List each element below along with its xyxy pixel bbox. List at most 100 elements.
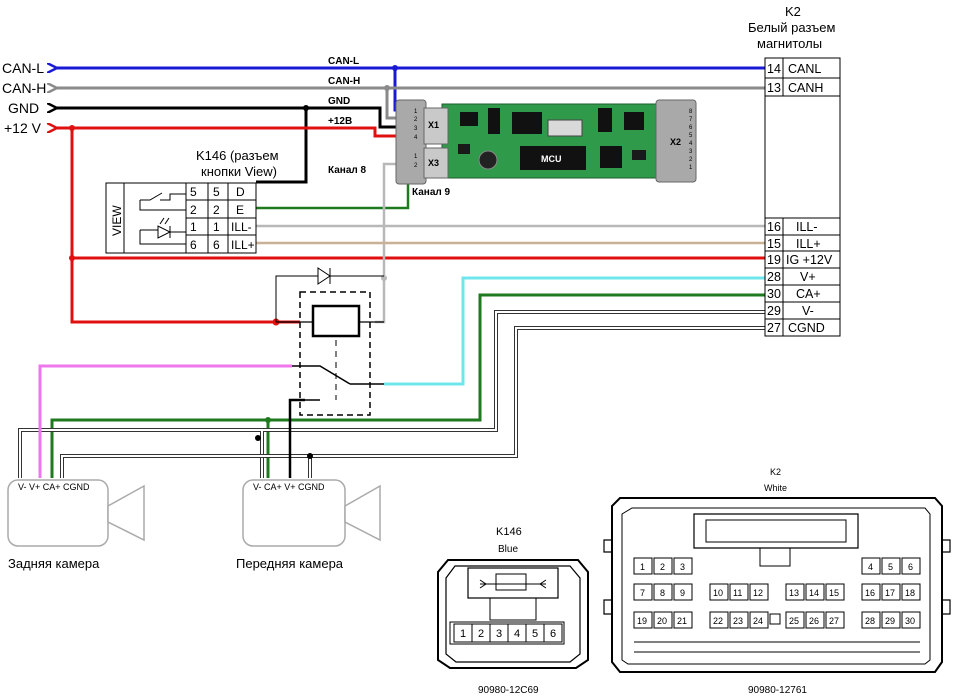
k146-block: K146 (разъем кнопки View) VIEW 5 2 1 6 5… (105, 148, 279, 254)
k2-pin: 16 (767, 220, 781, 234)
x1-label: X1 (428, 120, 439, 130)
chip (600, 146, 622, 168)
bus-label-12v: +12В (328, 116, 352, 127)
junction-dot (69, 255, 75, 261)
k2-signal: V+ (800, 270, 816, 284)
wire-v-plus (384, 276, 765, 386)
wire-cgnd (61, 327, 765, 478)
k146-pin: 1 (213, 220, 220, 234)
k146-view-pin: 4 (514, 628, 520, 640)
svg-text:2: 2 (414, 117, 418, 123)
k2-view-pin: 19 (637, 616, 647, 626)
rear-camera-label: Задняя камера (8, 556, 100, 571)
k146-part-number: 90980-12C69 (478, 685, 539, 696)
k146-view-pin: 6 (550, 628, 556, 640)
x2-pin-numbers: 8 7 6 5 4 3 2 1 (689, 109, 693, 171)
camera-lens-icon (107, 484, 145, 542)
k146-title-line2: кнопки View) (201, 164, 277, 179)
relay-outline (299, 291, 371, 416)
k2-view-pin: 5 (888, 562, 893, 572)
front-camera-label: Передняя камера (236, 556, 344, 571)
k146-view-color: Blue (498, 544, 518, 555)
k2-signal: CANL (788, 62, 821, 76)
svg-text:7: 7 (689, 117, 693, 123)
k2-view-pin: 14 (809, 588, 819, 598)
k146-signal: ILL- (231, 220, 252, 234)
junction-dot (255, 435, 261, 441)
k146-title-line1: K146 (разъем (196, 148, 279, 163)
k146-pin: 2 (213, 203, 220, 217)
k2-view-pin: 11 (733, 588, 742, 598)
k146-pin: 5 (213, 185, 220, 199)
mcu-label: MCU (541, 154, 562, 164)
k146-inner-pin: 6 (190, 238, 197, 252)
k2-view-pin: 20 (657, 616, 667, 626)
k2-view-pin: 24 (753, 616, 763, 626)
k146-inner-pin: 5 (190, 185, 197, 199)
k2-view-pin: 4 (868, 562, 873, 572)
channel-9-label: Канал 9 (412, 187, 451, 198)
channel-8-label: Канал 8 (328, 165, 367, 176)
relay (275, 267, 384, 416)
junction-dot (384, 85, 390, 91)
k146-view-title: K146 (496, 526, 522, 538)
junction-dot (392, 65, 398, 71)
k2-view-pin: 30 (905, 616, 915, 626)
k2-view-pin: 1 (640, 562, 645, 572)
svg-text:4: 4 (414, 135, 418, 141)
wire-rear-v-plus (38, 364, 292, 478)
k2-view-title: K2 (770, 467, 781, 477)
svg-text:1: 1 (689, 165, 693, 171)
k2-view-pin: 3 (680, 562, 685, 572)
wire-front-v-plus (288, 398, 305, 478)
k2-view-pin: 27 (829, 616, 839, 626)
k2-signal: V- (802, 304, 814, 318)
k2-title: K2 (785, 4, 801, 19)
x3-label: X3 (428, 158, 439, 168)
svg-text:3: 3 (689, 149, 693, 155)
wire-12v (55, 128, 765, 324)
svg-text:3: 3 (414, 126, 418, 132)
k2-view-pin: 7 (640, 588, 645, 598)
k2-view-pin: 25 (789, 616, 799, 626)
camera-lens-icon (344, 484, 381, 542)
k2-signal: CGND (788, 321, 825, 335)
mcu-chip (520, 146, 586, 170)
k146-connector-view: K146 Blue 1 2 3 4 5 6 90980-12C69 (437, 526, 589, 696)
connector-x2-housing (655, 99, 697, 183)
k146-view-pin: 3 (496, 628, 502, 640)
led-rays-icon (159, 217, 170, 225)
k146-view-pin: 2 (478, 628, 484, 640)
wires (18, 65, 765, 478)
k2-connector-view: K2 White 1 2 3 4 5 6 (603, 467, 951, 696)
k146-pin: 6 (213, 238, 220, 252)
k2-latch (693, 513, 859, 549)
label-can-h: CAN-H (2, 80, 46, 96)
k146-signal: ILL+ (231, 238, 255, 252)
bus-label-gnd: GND (328, 96, 350, 107)
k2-view-pin: 28 (865, 616, 875, 626)
bus-label-can-l: CAN-L (328, 56, 359, 67)
k2-view-pin: 26 (809, 616, 819, 626)
wire-v-minus (19, 311, 765, 478)
k2-signal: ILL- (796, 220, 818, 234)
k2-view-pin: 9 (680, 588, 685, 598)
relay-switch (292, 365, 384, 401)
crystal (547, 119, 583, 137)
led-symbol (139, 225, 187, 245)
k146-view-label: VIEW (110, 205, 124, 236)
x1-pin-numbers: 1 2 3 4 1 2 (414, 109, 418, 169)
front-camera-pins: V- CA+ V+ CGND (253, 482, 325, 492)
k2-subtitle-1: Белый разъем (748, 20, 835, 35)
k146-inner-pin: 1 (190, 220, 197, 234)
k2-signal: IG +12V (786, 253, 833, 267)
k2-signal: CA+ (796, 287, 821, 301)
rear-camera: V- V+ CA+ CGND Задняя камера (7, 479, 145, 571)
k146-signal: E (236, 203, 244, 217)
k2-view-pin: 22 (713, 616, 723, 626)
k146-inner-pin: 2 (190, 203, 197, 217)
k2-view-color: White (764, 483, 787, 493)
k2-view-pin: 12 (753, 588, 763, 598)
rear-camera-pins: V- V+ CA+ CGND (18, 482, 90, 492)
